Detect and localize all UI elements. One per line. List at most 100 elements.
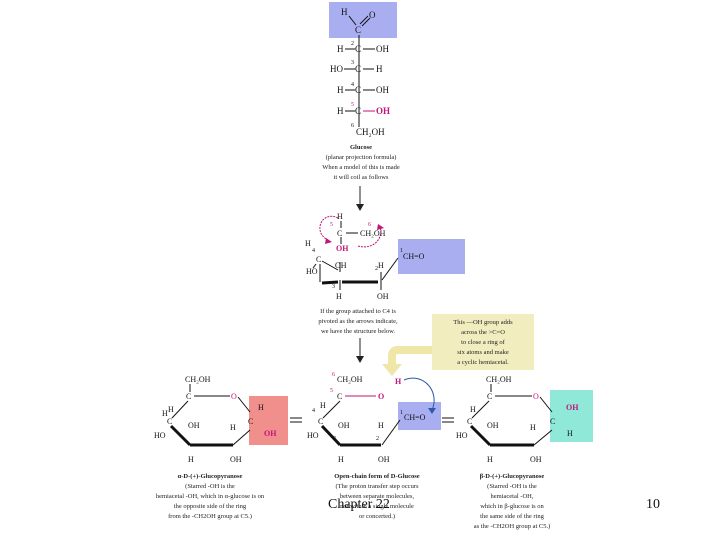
beta-oh3: OH <box>487 421 499 430</box>
open-oh2: OH <box>378 455 390 464</box>
pivot-arrow-2 <box>357 225 382 248</box>
beta-caption-line3: which in β-glucose is on <box>480 503 544 510</box>
beta-caption-title: β-D-(+)-Glucopyranose <box>480 473 545 480</box>
fischer-num-5: 5 <box>351 102 354 108</box>
beta-oh2: OH <box>530 455 542 464</box>
alpha-o: O <box>231 392 237 401</box>
mid-c4-ho: HO <box>306 267 318 276</box>
beta-oh-highlight <box>550 390 593 442</box>
open-num-1: 1 <box>400 410 403 416</box>
open-h2: H <box>378 421 384 430</box>
beta-caption-line1: (Starred -OH is the <box>487 483 537 490</box>
open-num-3: 3 <box>333 436 336 442</box>
alpha-caption-line4: from the -CH2OH group at C5.) <box>168 513 252 520</box>
open-o: O <box>378 392 384 401</box>
equilibrium-arrows-left <box>290 417 302 423</box>
fischer-c5-h: H <box>337 106 344 116</box>
top-caption-line3: it will coil as follows <box>334 174 389 181</box>
top-caption: Glucose (planar projection formula) When… <box>322 144 400 181</box>
note-box: This —OH group adds across the >C=O to c… <box>432 314 534 370</box>
beta-h3: H <box>487 455 493 464</box>
mid-c4: C <box>316 255 321 264</box>
fischer-c3-ho: HO <box>330 64 343 74</box>
beta-oh1: OH <box>566 403 579 412</box>
mid-ch2oh: CH₂OH <box>360 229 386 238</box>
fischer-c5-oh: OH <box>376 106 390 116</box>
alpha-caption-title: α-D-(+)-Glucopyranose <box>178 473 243 480</box>
top-caption-line1: (planar projection formula) <box>326 154 397 161</box>
mid-c2-oh: OH <box>377 292 389 301</box>
fischer-c3: C <box>355 64 361 74</box>
mid-num-2: 2 <box>375 266 378 272</box>
fischer-c2-oh: OH <box>376 44 389 54</box>
beta-c1: C <box>550 417 555 426</box>
alpha-caption-line3: the opposite side of the ring <box>174 503 247 510</box>
note-line5: a cyclic hemiacetal. <box>457 359 509 366</box>
open-aldehyde-highlight <box>398 402 441 430</box>
open-chain-form: 6 CH₂OH 5 C O H 4 H C HO OH H 3 2 H OH 1… <box>307 372 441 464</box>
fischer-c4-oh: OH <box>376 85 389 95</box>
beta-c5: C <box>487 392 492 401</box>
note-line2: across the >C=O <box>461 329 505 336</box>
alpha-oh-highlight <box>249 396 288 445</box>
middle-caption-line3: we have the structure below. <box>321 328 395 335</box>
open-caption-title: Open-chain form of D-Glucose <box>334 473 420 480</box>
open-ho4: HO <box>307 431 319 440</box>
open-cho: CH=O <box>404 413 426 422</box>
fischer-num-6: 6 <box>351 123 354 129</box>
alpha-caption: α-D-(+)-Glucopyranose (Starred -OH is th… <box>156 473 265 520</box>
mid-h-top: H <box>337 212 343 221</box>
down-arrow-2 <box>356 338 364 363</box>
mid-h-left: H <box>305 239 311 248</box>
fischer-num-2: 2 <box>351 41 354 47</box>
mid-oh: OH <box>336 244 349 253</box>
beta-ho4: HO <box>456 431 468 440</box>
beta-o: O <box>533 392 539 401</box>
mid-num-5: 5 <box>330 222 333 228</box>
bond <box>348 15 357 26</box>
alpha-glucopyranose: CH₂OH C O H C H HO OH H H OH C H OH <box>154 375 288 464</box>
beta-caption: β-D-(+)-Glucopyranose (Starred -OH is th… <box>474 473 551 530</box>
beta-h1: H <box>567 429 573 438</box>
bond <box>359 15 369 25</box>
open-caption-line1: (The proton transfer step occurs <box>335 483 418 490</box>
proton-transfer-arrow <box>403 377 435 411</box>
middle-caption-line1: If the group attached to C4 is <box>320 308 396 315</box>
down-arrow-1 <box>356 186 364 211</box>
fischer-h-top: H <box>341 7 348 17</box>
mid-c5: C <box>337 229 342 238</box>
beta-caption-line2: hemiacetal -OH, <box>491 493 534 500</box>
mid-c3-oh: OH <box>335 261 347 270</box>
beta-caption-line5: as the -CH2OH group at C5.) <box>474 523 551 530</box>
fischer-c2: C <box>355 44 361 54</box>
open-caption-line3: not within a single molecule <box>340 503 414 510</box>
beta-h5: H <box>470 405 476 414</box>
beta-glucopyranose: CH₂OH C O H C HO OH H H OH C OH H <box>456 375 593 464</box>
beta-ch2oh: CH₂OH <box>486 375 512 384</box>
open-oh3: OH <box>338 421 350 430</box>
open-caption-line4: or concerted.) <box>359 513 395 520</box>
mid-cho: CH=O <box>403 252 425 261</box>
open-h3: H <box>338 455 344 464</box>
top-caption-title: Glucose <box>350 144 372 151</box>
alpha-h4: H <box>162 409 168 418</box>
alpha-caption-line2: hemiacetal -OH, which in α-glucose is on <box>156 493 265 500</box>
fischer-c3-h: H <box>376 64 383 74</box>
open-num-4: 4 <box>312 408 315 414</box>
aldehyde-highlight-box-mid <box>398 239 465 274</box>
fischer-c5: C <box>355 106 361 116</box>
alpha-ho4: HO <box>154 431 166 440</box>
note-line4: six atoms and make <box>457 349 509 356</box>
alpha-oh2: OH <box>230 455 242 464</box>
alpha-h5: H <box>168 405 174 414</box>
footer-chapter-label: Chapter 22 <box>328 497 390 512</box>
note-line3: to close a ring of <box>461 339 506 346</box>
alpha-c4: C <box>167 417 172 426</box>
coiled-chain: H 5 C 6 CH₂OH OH 4 H C HO OH H 3 2 H OH … <box>305 212 465 301</box>
alpha-oh1: OH <box>264 429 277 438</box>
open-c5: C <box>337 392 342 401</box>
big-arrow <box>382 346 432 376</box>
mid-num-6: 6 <box>368 222 371 228</box>
open-num-2: 2 <box>376 436 379 442</box>
